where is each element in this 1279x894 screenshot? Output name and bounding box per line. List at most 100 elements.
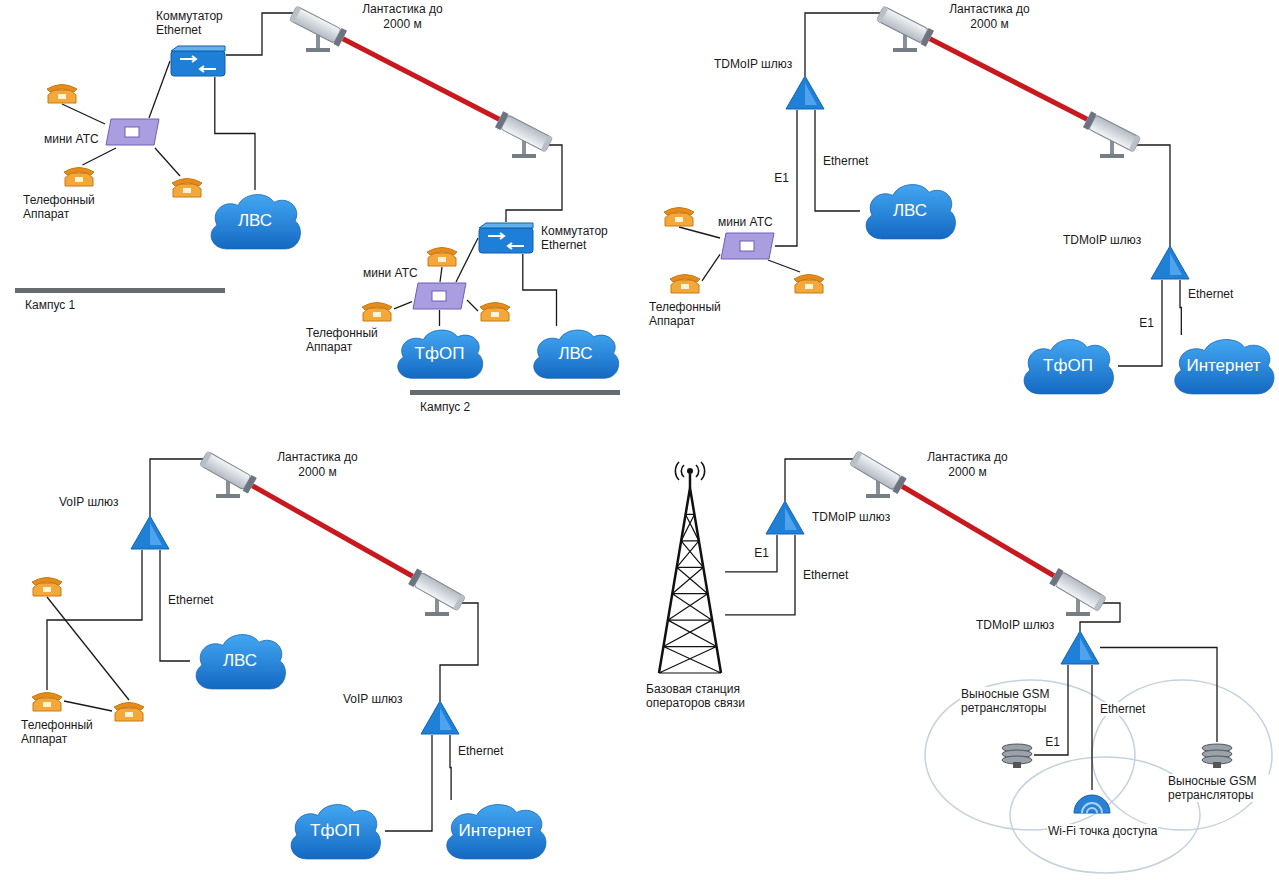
device-label-block: Коммутатор Ethernet <box>540 224 622 252</box>
telephone-part <box>47 85 77 93</box>
gateway-icon-part <box>805 83 817 105</box>
telephone-part <box>664 208 694 216</box>
campus-label: Кампус 1 <box>25 298 75 313</box>
telephone-part <box>48 90 76 103</box>
wifi-access-point-icon-part <box>1082 803 1102 813</box>
base-station-icon-part <box>687 468 693 474</box>
link-line <box>394 302 412 309</box>
gateway-icon-part <box>1080 638 1092 660</box>
mini-pbx: мини АТС <box>105 118 160 148</box>
device-label-block: мини АТС <box>362 266 419 280</box>
cloud-shape-part <box>196 635 285 689</box>
link-type-label: E1 <box>752 546 771 560</box>
mini-pbx: мини АТС <box>412 282 467 310</box>
laser-terminal <box>199 450 257 498</box>
device-label-block: Wi-Fi точка доступа <box>1047 824 1158 838</box>
laser-terminal-part-part <box>289 6 341 43</box>
network-cloud: Интернет <box>1168 335 1279 397</box>
laser-terminal-part <box>306 48 330 52</box>
telephone-part <box>32 578 62 586</box>
telephone <box>47 85 77 104</box>
gateway-icon <box>420 700 460 735</box>
laser-terminal-part-part <box>1049 568 1063 587</box>
base-station: Базовая станция операторов связи <box>655 460 725 675</box>
network-name: ЛВС <box>893 201 927 221</box>
device-label: TDMoIP шлюз <box>976 618 1054 632</box>
mini-pbx-icon-part <box>106 119 159 145</box>
campus-bar <box>15 288 225 293</box>
gateway-icon <box>1060 630 1100 665</box>
ethernet-switch-icon-part <box>479 228 533 253</box>
gateway-icon-part <box>785 508 797 530</box>
cloud-shape-part <box>211 195 300 249</box>
gateway-icon-part <box>1151 246 1189 279</box>
link-line <box>1091 665 1092 790</box>
telephone: Телефонный Аппарат <box>668 272 702 294</box>
wire <box>467 300 478 311</box>
laser-terminal-part-part <box>495 111 509 130</box>
link-line <box>725 535 795 615</box>
gateway-icon-part <box>440 708 452 730</box>
gateway: TDMoIP шлюз <box>1060 630 1100 665</box>
gateway: TDMoIP шлюз <box>1150 245 1190 280</box>
link-label: Лантастика до 2000 м <box>915 450 1020 480</box>
telephone-part <box>58 94 66 99</box>
laser-terminal-part <box>1066 612 1090 616</box>
wire <box>150 459 203 516</box>
link-line <box>47 550 142 690</box>
telephone-part <box>427 248 457 256</box>
link-type-label: E1 <box>1137 316 1156 330</box>
link-type-label: E1 <box>1043 735 1062 749</box>
telephone-icon-part <box>362 303 392 311</box>
wifi-access-point-icon <box>1072 790 1112 814</box>
gateway: TDMoIP шлюз <box>785 75 825 110</box>
cloud-text-block: ТфОП <box>1043 356 1093 376</box>
network-cloud: ЛВС <box>190 630 290 692</box>
telephone <box>32 578 62 597</box>
telephone-icon-part <box>671 280 699 293</box>
cloud-text-block: Интернет <box>458 821 532 841</box>
cloud-shape-part <box>1175 340 1274 394</box>
network-cloud: ЛВС <box>205 190 305 252</box>
link-type-label: Ethernet <box>166 593 215 607</box>
telephone <box>794 275 824 294</box>
device-label-block: мини АТС <box>717 215 774 229</box>
device-label: Телефонный Аппарат <box>306 326 386 354</box>
ethernet-switch-icon <box>170 45 226 77</box>
telephone-part <box>114 703 144 711</box>
laser-beam <box>902 486 1054 576</box>
link-line <box>702 254 720 280</box>
wifi-access-point-icon-part <box>1074 795 1110 813</box>
device-label: Выносные GSM ретрансляторы <box>961 687 1056 715</box>
gsm-repeater: Выносные GSM ретрансляторы <box>1200 742 1234 768</box>
device-label-block: Телефонный Аппарат <box>20 718 107 746</box>
laser-terminal-part-part <box>920 28 934 47</box>
cloud-text-block: ТфОП <box>415 344 465 364</box>
ethernet-switch-icon-part <box>180 56 216 72</box>
base-station-icon-part <box>659 488 721 673</box>
telephone-icon-part <box>43 702 51 707</box>
link-line <box>523 254 557 326</box>
laser-terminal <box>1083 111 1141 158</box>
cloud-shape-part <box>866 185 955 239</box>
telephone <box>427 248 457 267</box>
cloud-shape-part <box>447 805 546 859</box>
link-line <box>450 735 451 800</box>
telephone-part <box>794 275 824 283</box>
network-name: ЛВС <box>558 344 592 364</box>
laser-terminal <box>289 5 347 52</box>
device-label-block: Телефонный Аппарат <box>22 193 114 221</box>
cloud-shape-part <box>291 805 380 859</box>
gateway: VoIP шлюз <box>130 515 170 550</box>
laser-terminal-part <box>199 450 257 493</box>
telephone-part <box>480 303 510 311</box>
laser-terminal-part-part <box>408 568 422 587</box>
mini-pbx-icon-part <box>413 283 466 309</box>
device-label-block: Телефонный Аппарат <box>648 300 735 328</box>
device-label: VoIP шлюз <box>59 495 119 509</box>
device-label-block: Выносные GSM ретрансляторы <box>1167 774 1269 802</box>
device-label: мини АТС <box>363 266 418 280</box>
telephone-icon-part <box>64 168 94 176</box>
laser-terminal-part-part <box>1083 111 1097 130</box>
device-label: Телефонный Аппарат <box>23 193 113 221</box>
